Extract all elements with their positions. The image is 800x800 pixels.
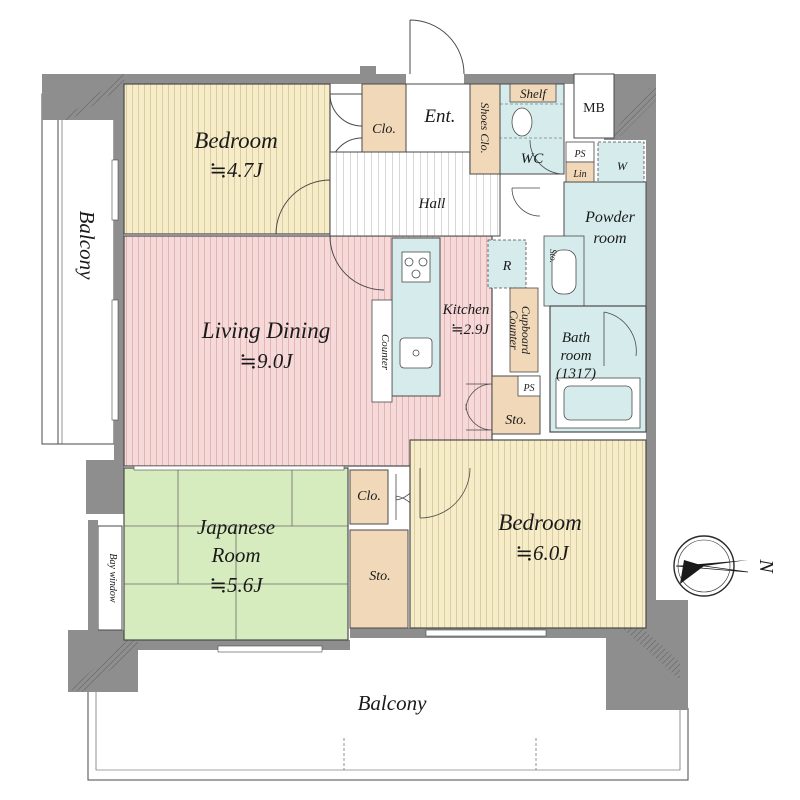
powder-room-line1: Powder <box>584 209 636 226</box>
refrigerator-label: R <box>502 259 512 274</box>
bedroom-se-name: Bedroom <box>498 510 581 535</box>
balcony-south-label: Balcony <box>358 691 427 715</box>
powder-door <box>511 187 541 217</box>
compass-icon <box>673 535 749 597</box>
sto-powder-label: Sto. <box>548 249 558 263</box>
shelf-label: Shelf <box>520 86 548 101</box>
ps-top-label: PS <box>573 149 585 160</box>
hall-doors <box>275 179 385 291</box>
bathroom <box>549 305 647 433</box>
entrance <box>405 19 471 153</box>
bedroom-se-size: ≒6.0J <box>515 541 570 565</box>
shoes-closet <box>469 83 501 175</box>
bedroom-nw-name: Bedroom <box>194 128 277 153</box>
ps-mid-label: PS <box>522 383 534 394</box>
living-size: ≒9.0J <box>239 349 294 373</box>
closet-s-label: Clo. <box>357 489 381 504</box>
japanese-size: ≒5.6J <box>209 573 264 597</box>
north-label: N <box>755 558 777 574</box>
kitchen-name: Kitchen <box>442 302 490 318</box>
outer-walls <box>42 66 688 710</box>
closet-nw-label: Clo. <box>372 122 396 137</box>
sto-kitchen-label: Sto. <box>505 413 526 428</box>
kitchen-storage <box>465 375 541 435</box>
room-bedroom-se <box>409 439 647 637</box>
balcony-south <box>87 680 689 781</box>
bay-window <box>88 520 123 636</box>
closet-s <box>349 469 419 525</box>
powder-room <box>543 181 647 307</box>
hall-label: Hall <box>418 196 446 212</box>
japanese-line2: Room <box>211 543 261 567</box>
kitchen-size: ≒2.9J <box>451 322 490 338</box>
shoes-closet-label: Shoes Clo. <box>478 102 492 153</box>
cupboard-line1: Cupboard <box>519 306 533 355</box>
sto-japanese-label: Sto. <box>369 569 390 584</box>
room-japanese <box>123 465 349 653</box>
storage-japanese <box>349 529 409 629</box>
balcony-west <box>41 93 115 445</box>
room-bedroom-nw <box>123 83 331 235</box>
bath-size: (1317) <box>556 366 596 382</box>
mb <box>573 73 615 139</box>
bath-line2: room <box>560 348 591 364</box>
bedroom-nw-size: ≒4.7J <box>209 158 264 182</box>
living-name: Living Dining <box>201 318 330 343</box>
cupboard-line2: Counter <box>507 310 521 350</box>
japanese-line1: Japanese <box>197 515 275 539</box>
balcony-west-label: Balcony <box>75 211 99 280</box>
bay-window-label: Bay window <box>107 553 118 602</box>
west-windows <box>111 159 119 421</box>
counter-label: Counter <box>379 334 391 371</box>
powder-room-line2: room <box>593 230 626 247</box>
kitchen <box>371 237 539 403</box>
washer <box>597 141 645 189</box>
bath-line1: Bath <box>562 330 590 346</box>
entrance-label: Ent. <box>423 106 455 127</box>
mb-label: MB <box>583 101 605 116</box>
wc-label: WC <box>521 151 544 167</box>
wc <box>499 83 565 175</box>
washer-label: W <box>617 159 628 173</box>
linen-label: Lin <box>572 169 586 180</box>
